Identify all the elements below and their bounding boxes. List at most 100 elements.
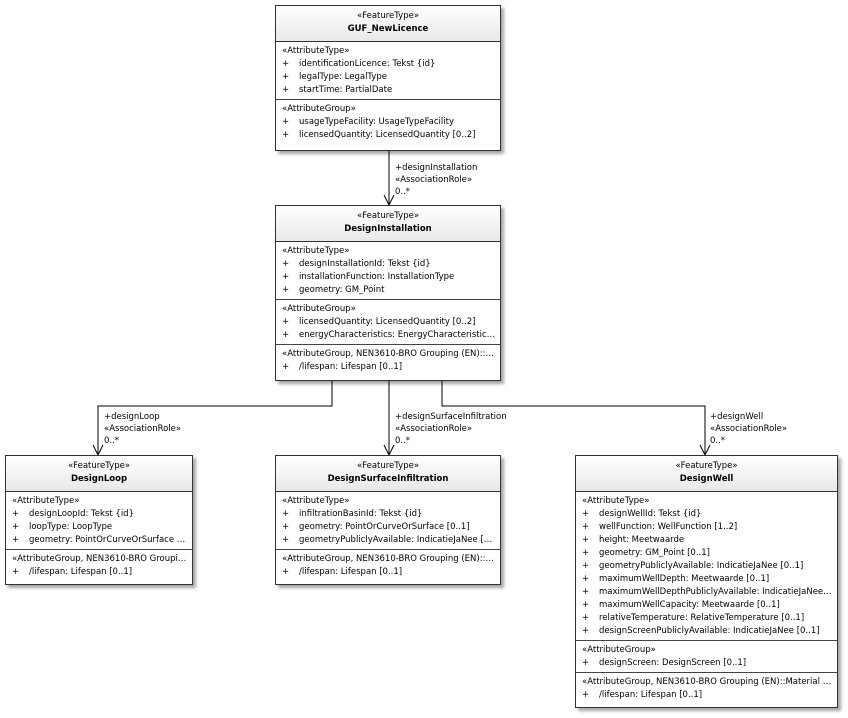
- class-stereotype: «FeatureType»: [675, 461, 738, 471]
- attribute-group-header: «AttributeType»: [582, 496, 650, 506]
- class-name: DesignWell: [679, 474, 734, 484]
- attribute-row[interactable]: + maximumWellCapacity: Meetwaarde [0..1]: [582, 599, 833, 612]
- attribute-row[interactable]: +maximumWellDepthPubliclyAvailable: Indi…: [582, 586, 833, 599]
- class-body: «AttributeType»+designInstallationId: Te…: [276, 242, 500, 376]
- class-designloop[interactable]: «FeatureType»DesignLoop«AttributeType»+d…: [5, 455, 193, 585]
- role-name: +designLoop: [104, 412, 160, 422]
- class-body: «AttributeType» + designWellId: Tekst {id}…: [576, 492, 837, 704]
- visibility-marker: +: [582, 600, 590, 610]
- class-stereotype: «FeatureType»: [356, 11, 420, 21]
- association-line-design-well: [441, 381, 706, 455]
- visibility-marker: +: [282, 285, 290, 295]
- attribute-row[interactable]: +/lifespan: Lifespan [0..1]: [12, 566, 188, 579]
- attribute-row[interactable]: +geometryPubliclyAvailable: IndicatieJaN…: [282, 534, 496, 547]
- attribute-text: designWellId: Tekst {id}: [599, 509, 702, 519]
- attribute-text: infiltrationBasinId: Tekst {id}: [299, 509, 423, 519]
- attribute-row[interactable]: +relativeTemperature: RelativeTemperatur…: [582, 612, 833, 625]
- role-name: +designSurfaceInfiltration: [395, 412, 507, 422]
- attribute-row[interactable]: +wellFunction: WellFunction [1..2]: [582, 521, 833, 534]
- attribute-row[interactable]: +/lifespan: Lifespan [0..1]: [282, 361, 496, 374]
- attribute-row[interactable]: +designLoopId: Tekst {id}: [12, 508, 188, 521]
- class-header: «FeatureType» DesignWell: [576, 456, 837, 492]
- association-label-design-loop: +designLoop «AssociationRole» 0..*: [104, 411, 181, 447]
- attribute-group-header: «AttributeGroup, NEN3610-BRO Groupin...: [12, 554, 188, 564]
- class-name: GUF_NewLicence: [347, 24, 429, 34]
- class-body: «AttributeType»+infiltrationBasinId: Tek…: [276, 492, 500, 581]
- attribute-row[interactable]: + designWellId: Tekst {id}: [582, 508, 833, 521]
- attribute-row[interactable]: +geometry: GM_Point [0..1]: [582, 547, 833, 560]
- attribute-row[interactable]: +legalType: LegalType: [282, 71, 496, 84]
- attribute-row[interactable]: +designScreenPubliclyAvailable: Indicati…: [582, 625, 833, 638]
- attribute-group-header: «AttributeGroup»: [282, 304, 356, 314]
- attribute-row[interactable]: +/lifespan: Lifespan [0..1]: [582, 689, 833, 702]
- attribute-text: licensedQuantity: LicensedQuantity [0..2…: [299, 317, 476, 327]
- attribute-row[interactable]: +designScreen: DesignScreen [0..1]: [582, 657, 833, 670]
- class-designinstallation[interactable]: «FeatureType»DesignInstallation«Attribut…: [275, 205, 501, 381]
- attribute-group-header: «AttributeGroup, NEN3610-BRO Grouping (E…: [282, 554, 496, 564]
- attribute-text: designScreenPubliclyAvailable: Indicatie…: [599, 626, 820, 636]
- attribute-text: energyCharacteristics: EnergyCharacteris…: [299, 330, 496, 340]
- visibility-marker: +: [282, 535, 290, 545]
- attribute-section: «AttributeGroup»+licensedQuantity: Licen…: [276, 300, 500, 345]
- attribute-section: «AttributeGroup, NEN3610-BRO Grouping (E…: [576, 673, 837, 704]
- attribute-section: «AttributeGroup, NEN3610-BRO Groupin... +…: [6, 550, 192, 581]
- class-designwell[interactable]: «FeatureType»DesignWell«AttributeType»+d…: [575, 455, 838, 708]
- attribute-text: geometry: PointOrCurveOrSurface [0..1]: [299, 522, 470, 532]
- attribute-text: legalType: LegalType: [299, 72, 387, 82]
- class-designsurfaceinfiltration[interactable]: «FeatureType»DesignSurfaceInfiltration«A…: [275, 455, 501, 585]
- attribute-text: designScreen: DesignScreen [0..1]: [599, 658, 747, 668]
- attribute-group-header: «AttributeType»: [282, 46, 350, 56]
- attribute-row[interactable]: +/lifespan: Lifespan [0..1]: [282, 566, 496, 579]
- attribute-row[interactable]: +maximumWellDepth: Meetwaarde [0..1]: [582, 573, 833, 586]
- association-label-design-surface-infiltration: +designSurfaceInfiltration «AssociationR…: [395, 411, 507, 447]
- visibility-marker: +: [582, 587, 590, 597]
- attribute-row[interactable]: +geometry: GM_Point: [282, 284, 496, 297]
- attribute-text: designLoopId: Tekst {id}: [29, 509, 134, 519]
- attribute-text: startTime: PartialDate: [299, 85, 393, 95]
- attribute-text: maximumWellCapacity: Meetwaarde [0..1]: [599, 600, 780, 610]
- visibility-marker: +: [12, 535, 20, 545]
- role-name: +designWell: [710, 412, 764, 422]
- visibility-marker: +: [282, 330, 290, 340]
- attribute-row[interactable]: +licensedQuantity: LicensedQuantity [0..…: [282, 129, 496, 142]
- attribute-row[interactable]: +startTime: PartialDate: [282, 84, 496, 97]
- role-stereotype: «AssociationRole»: [710, 424, 788, 434]
- attribute-section: «AttributeGroup»+usageTypeFacility: Usag…: [276, 100, 500, 144]
- attribute-section: «AttributeType»+designInstallationId: Te…: [276, 242, 500, 300]
- class-body: «AttributeType» +identificationLicence: T…: [276, 42, 500, 144]
- attribute-text: wellFunction: WellFunction [1..2]: [599, 522, 738, 532]
- attribute-text: /lifespan: Lifespan [0..1]: [299, 362, 403, 372]
- attribute-row[interactable]: +installationFunction: InstallationType: [282, 271, 496, 284]
- class-name: DesignSurfaceInfiltration: [327, 474, 449, 484]
- visibility-marker: +: [12, 567, 20, 577]
- attribute-group-header: «AttributeGroup, NEN3610-BRO Grouping (E…: [282, 349, 496, 359]
- role-stereotype: «AssociationRole»: [395, 175, 473, 185]
- attribute-row[interactable]: +designInstallationId: Tekst {id}: [282, 258, 496, 271]
- attribute-text: licensedQuantity: LicensedQuantity [0..2…: [299, 130, 476, 140]
- attribute-row[interactable]: +geometryPubliclyAvailable: IndicatieJaN…: [582, 560, 833, 573]
- visibility-marker: +: [282, 117, 290, 127]
- visibility-marker: +: [582, 509, 590, 519]
- visibility-marker: +: [282, 272, 290, 282]
- multiplicity: 0..*: [710, 436, 726, 446]
- class-header: «FeatureType»DesignSurfaceInfiltration: [276, 456, 500, 492]
- class-gufnewlicence[interactable]: «FeatureType» GUF_NewLicence «AttributeTyp…: [275, 5, 501, 151]
- attribute-row[interactable]: +geometry: PointOrCurveOrSurface [0..1]: [12, 534, 188, 547]
- role-name: +designInstallation: [395, 163, 478, 173]
- class-header: «FeatureType»DesignInstallation: [276, 206, 500, 242]
- attribute-group-header: «AttributeGroup, NEN3610-BRO Grouping (E…: [582, 677, 833, 687]
- attribute-row[interactable]: +licensedQuantity: LicensedQuantity [0..…: [282, 316, 496, 329]
- attribute-row[interactable]: +height: Meetwaarde: [582, 534, 833, 547]
- attribute-row[interactable]: + energyCharacteristics: EnergyCharacteri…: [282, 329, 496, 342]
- attribute-row[interactable]: +identificationLicence: Tekst {id}: [282, 58, 496, 71]
- association-label-design-installation: +designInstallation «AssociationRole» 0.…: [395, 162, 477, 198]
- attribute-text: designInstallationId: Tekst {id}: [299, 259, 431, 269]
- multiplicity: 0..*: [395, 436, 411, 446]
- attribute-row[interactable]: +usageTypeFacility: UsageTypeFacility: [282, 116, 496, 129]
- attribute-row[interactable]: +geometry: PointOrCurveOrSurface [0..1]: [282, 521, 496, 534]
- attribute-row[interactable]: +loopType: LoopType: [12, 521, 188, 534]
- role-stereotype: «AssociationRole»: [104, 424, 182, 434]
- attribute-row[interactable]: +infiltrationBasinId: Tekst {id}: [282, 508, 496, 521]
- attribute-text: /lifespan: Lifespan [0..1]: [299, 567, 403, 577]
- class-header: «FeatureType»DesignLoop: [6, 456, 192, 492]
